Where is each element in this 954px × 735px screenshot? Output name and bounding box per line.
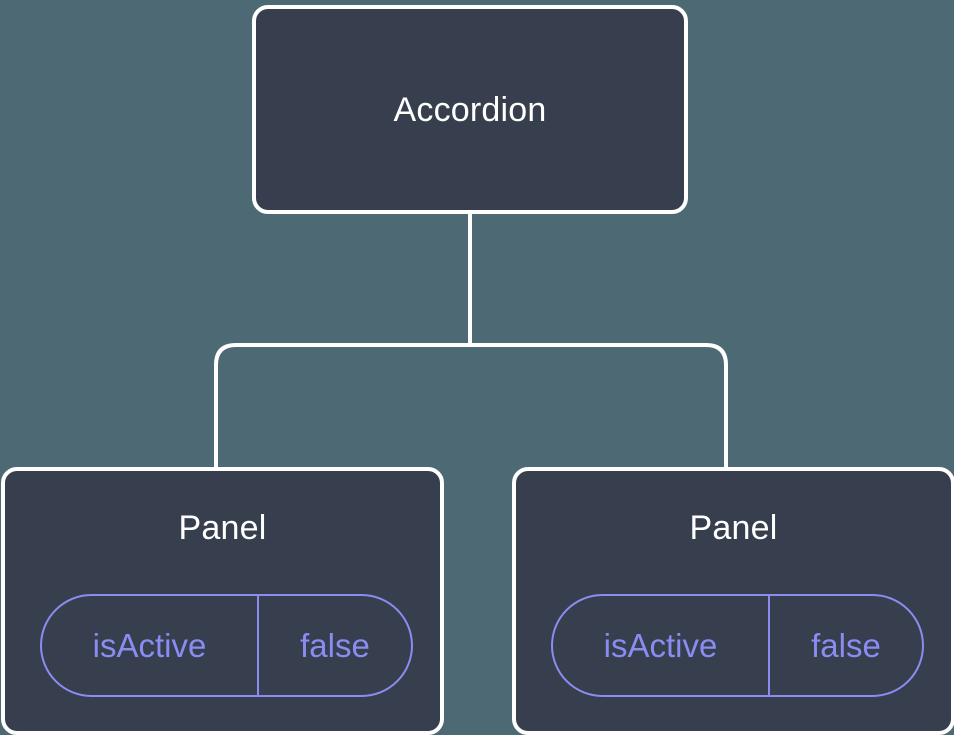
state-badge-panel-1[interactable]: isActive false (40, 594, 413, 697)
node-accordion-label: Accordion (393, 90, 547, 129)
state-value-panel-2: false (811, 627, 881, 664)
node-panel-2-label: Panel (689, 509, 778, 547)
state-badge-panel-2[interactable]: isActive false (551, 594, 924, 697)
node-panel-1[interactable]: Panel isActive false (1, 467, 444, 735)
node-panel-2[interactable]: Panel isActive false (512, 467, 954, 735)
state-key-panel-2: isActive (553, 596, 770, 695)
node-panel-1-label: Panel (178, 509, 267, 547)
state-key-panel-1: isActive (42, 596, 259, 695)
node-accordion[interactable]: Accordion (252, 5, 688, 214)
state-value-panel-1: false (300, 627, 370, 664)
